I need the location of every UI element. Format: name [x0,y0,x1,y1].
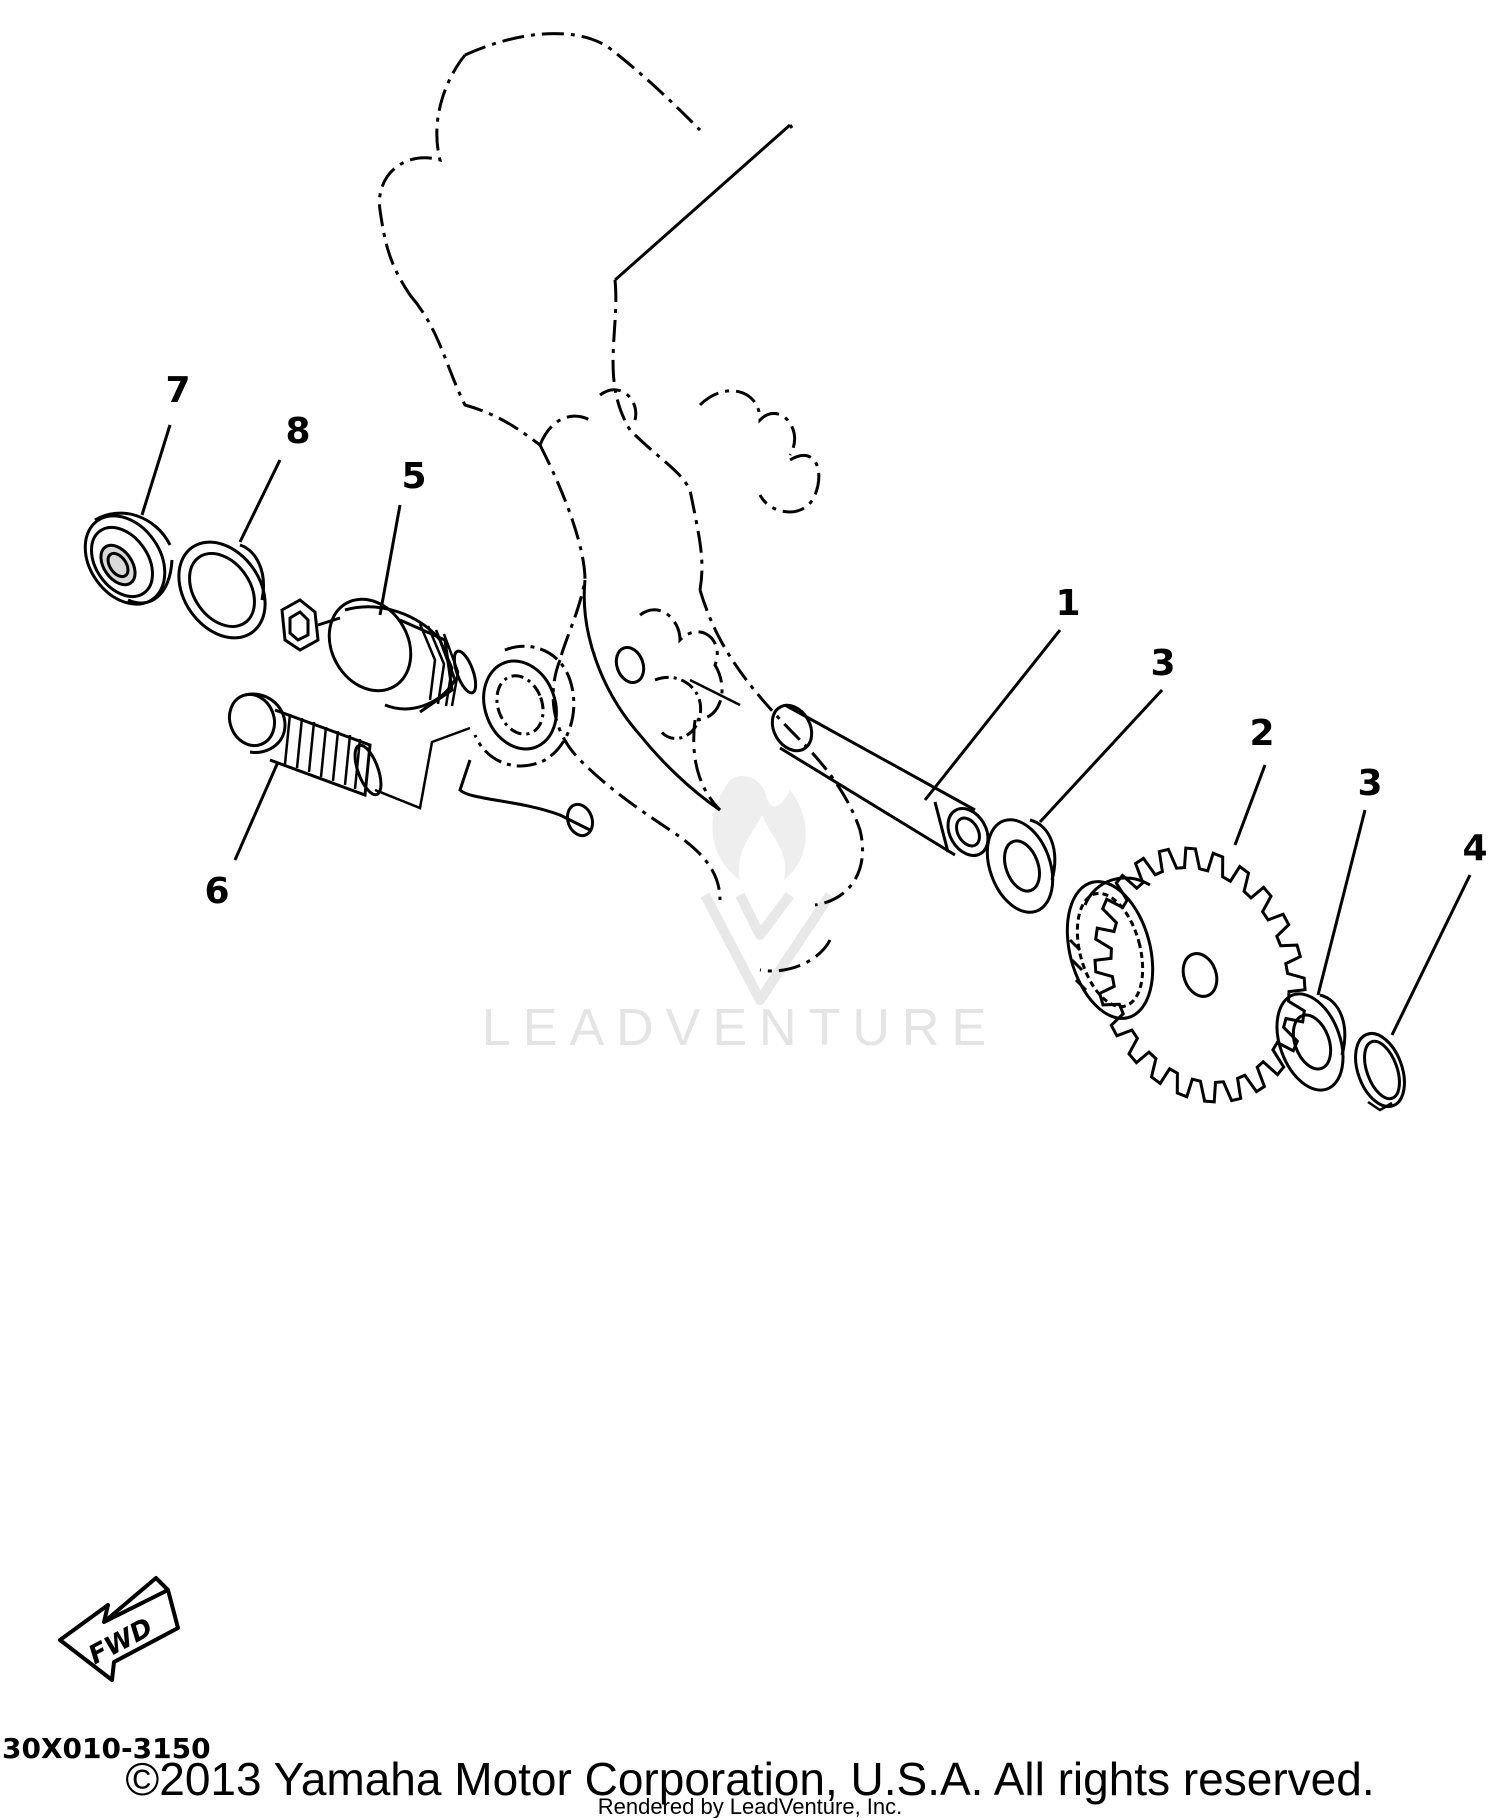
shaft-install-line [689,678,741,707]
drawing-code: 30X010-3150 [2,1732,211,1765]
watermark: LEADVENTURE [482,775,998,1057]
callout-3-right: 3 [1357,763,1382,804]
callouts: 7 8 5 1 3 2 3 4 6 [165,370,1487,912]
copyright-notice: ©2013 Yamaha Motor Corporation, U.S.A. A… [125,1753,1374,1805]
leadventure-logo-icon [700,775,835,1005]
watermark-text: LEADVENTURE [482,999,998,1057]
callout-8: 8 [285,411,310,452]
circlip [1354,1032,1406,1112]
callout-5: 5 [401,456,426,497]
washer-right [1275,992,1347,1092]
shaft [770,703,990,857]
bolt-install-line [374,726,471,810]
callout-3-left: 3 [1150,643,1175,684]
gear [1065,846,1307,1104]
case-edge-line [582,123,794,812]
callout-6: 6 [204,871,229,912]
bolt [227,692,383,798]
rendered-by-notice: Rendered by LeadVenture, Inc. [598,1794,903,1818]
fwd-arrow-icon: FWD [58,1576,180,1682]
case-boss [458,644,703,838]
leader-lines [140,424,1472,1036]
callout-7: 7 [165,370,190,411]
drive-gear [280,597,478,714]
engine-case-outline [377,32,865,973]
callout-1: 1 [1055,583,1080,624]
washer-o-ring [177,540,267,640]
oil-seal [83,511,174,606]
washer-left [985,818,1057,914]
callout-2: 2 [1249,713,1274,754]
callout-4: 4 [1462,828,1487,869]
